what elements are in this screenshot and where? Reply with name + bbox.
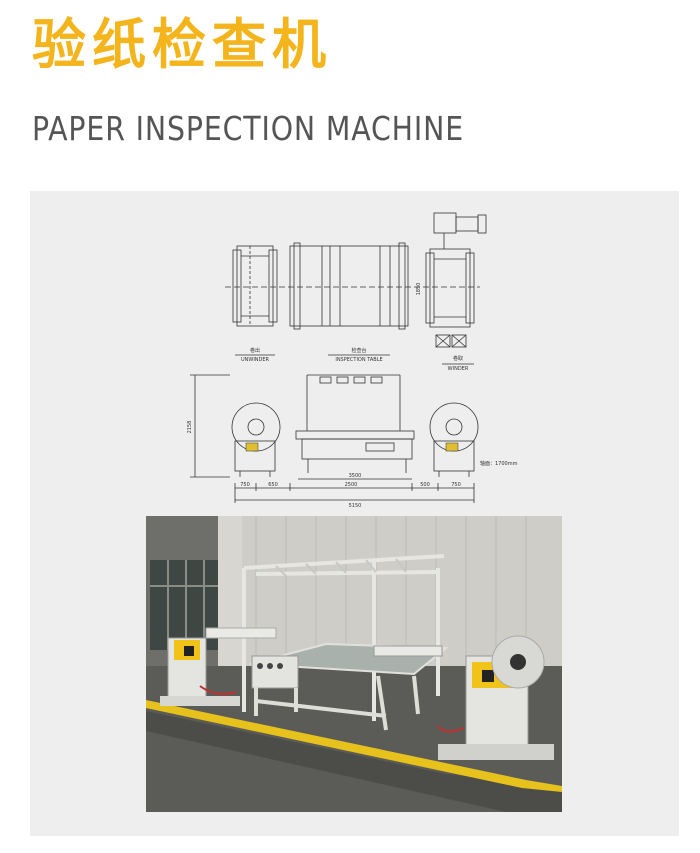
dim-500: 500 xyxy=(420,482,430,488)
dim-750-right: 750 xyxy=(451,482,461,488)
product-panel: 卷出 UNWINDER 检查台 INSPECTION TABLE 卷取 WIND… xyxy=(30,191,679,836)
winder-front-view xyxy=(429,402,479,477)
page-title-english: PAPER INSPECTION MACHINE xyxy=(32,109,465,148)
dim-650: 650 xyxy=(268,482,278,488)
technical-drawing: 卷出 UNWINDER 检查台 INSPECTION TABLE 卷取 WIND… xyxy=(187,212,518,509)
table-label-en: INSPECTION TABLE xyxy=(335,357,382,363)
winder-label-cn: 卷取 xyxy=(453,355,463,362)
dim-3500: 3500 xyxy=(349,473,362,479)
table-label-cn: 检查台 xyxy=(351,347,366,354)
shaft-note: 轴面：1700mm xyxy=(480,460,518,467)
height-dimension: 2158 xyxy=(187,421,193,434)
dim-750-left: 750 xyxy=(240,482,250,488)
page-title-chinese: 验纸检查机 xyxy=(32,13,332,76)
machine-photo xyxy=(146,516,562,812)
front-view-frame xyxy=(295,374,415,473)
unwinder-label-cn: 卷出 xyxy=(250,347,260,354)
unwinder-front-view xyxy=(231,402,281,477)
inspection-table-top-view xyxy=(289,242,409,330)
dim-total: 5150 xyxy=(349,503,362,509)
dim-2500: 2500 xyxy=(345,482,358,488)
unwinder-top-view xyxy=(232,245,278,327)
unwinder-label-en: UNWINDER xyxy=(241,357,270,363)
winder-top-view xyxy=(425,212,487,348)
winder-label-en: WINDER xyxy=(448,366,469,372)
width-dimension: 1850 xyxy=(416,283,422,296)
